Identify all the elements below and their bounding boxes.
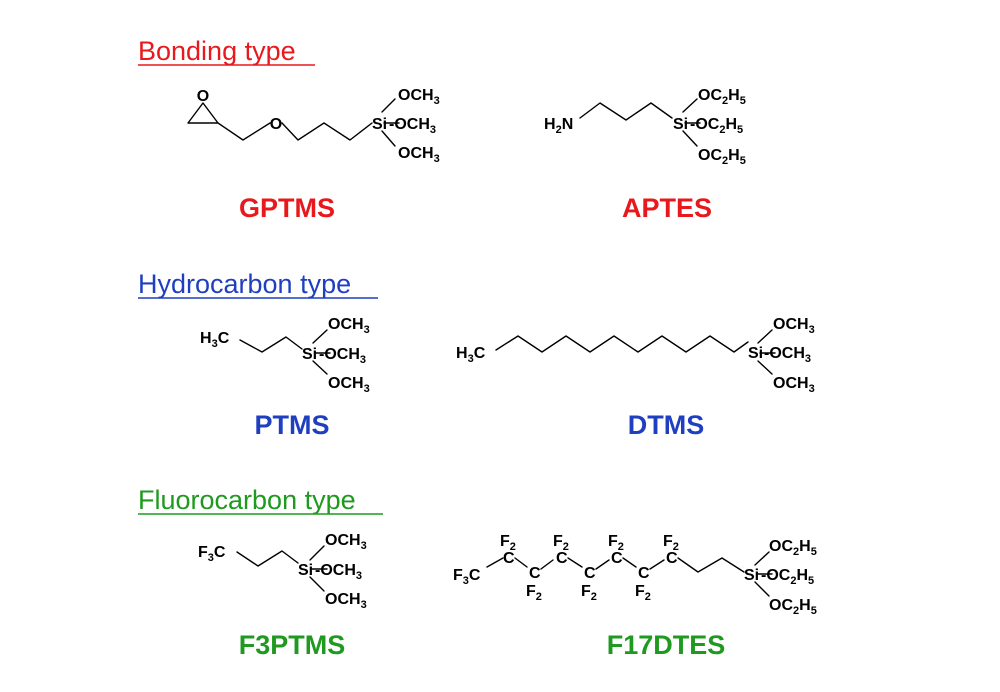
atom-o-epoxide: O bbox=[197, 88, 209, 105]
atom-c: C bbox=[611, 550, 623, 567]
group-och3: -OCH3 bbox=[764, 345, 811, 365]
group-och3: OCH3 bbox=[398, 87, 440, 107]
structure-f3ptms: F3C Si OCH3 -OCH3 OCH3 bbox=[198, 532, 367, 611]
atom-si: Si bbox=[673, 116, 688, 133]
group-f2: F2 bbox=[635, 583, 651, 603]
atom-c: C bbox=[638, 565, 650, 582]
bonds-aptes bbox=[579, 102, 673, 121]
group-f2: F2 bbox=[663, 533, 679, 553]
group-oc2h5: OC2H5 bbox=[698, 87, 746, 107]
atom-si: Si bbox=[298, 562, 313, 579]
group-och3: OCH3 bbox=[773, 375, 815, 395]
group-oc2h5: OC2H5 bbox=[769, 538, 817, 558]
group-ch3: H3C bbox=[456, 345, 486, 365]
structure-ptms: H3C Si OCH3 -OCH3 OCH3 bbox=[200, 316, 370, 395]
bonds-dtms bbox=[495, 335, 749, 353]
group-oc2h5: OC2H5 bbox=[769, 597, 817, 617]
bonds-f3ptms-si bbox=[309, 545, 328, 592]
atom-c: C bbox=[666, 550, 678, 567]
section-title-hydrocarbon: Hydrocarbon type bbox=[138, 269, 351, 299]
group-f2: F2 bbox=[608, 533, 624, 553]
group-oc2h5: -OC2H5 bbox=[761, 567, 814, 587]
group-och3: OCH3 bbox=[398, 145, 440, 165]
compound-name-ptms: PTMS bbox=[254, 410, 329, 440]
bonds-gptms bbox=[187, 102, 373, 141]
bonds-f3ptms bbox=[236, 550, 299, 567]
atom-si: Si bbox=[372, 116, 387, 133]
group-oc2h5: -OC2H5 bbox=[690, 116, 743, 136]
group-och3: OCH3 bbox=[773, 316, 815, 336]
structure-gptms: O O Si OCH3 -OCH3 OCH3 bbox=[187, 87, 440, 165]
bonds-ptms bbox=[239, 336, 303, 353]
group-och3: -OCH3 bbox=[389, 116, 436, 136]
group-och3: OCH3 bbox=[328, 375, 370, 395]
group-och3: OCH3 bbox=[325, 532, 367, 552]
group-cf3: F3C bbox=[453, 567, 481, 587]
group-f2: F2 bbox=[581, 583, 597, 603]
section-title-fluorocarbon: Fluorocarbon type bbox=[138, 485, 356, 515]
compound-name-dtms: DTMS bbox=[628, 410, 705, 440]
atom-si: Si bbox=[302, 346, 317, 363]
group-och3: -OCH3 bbox=[315, 562, 362, 582]
atom-o-ether: O bbox=[270, 116, 282, 133]
atom-c: C bbox=[556, 550, 568, 567]
atom-c: C bbox=[503, 550, 515, 567]
group-f2: F2 bbox=[526, 583, 542, 603]
structure-aptes: H2N Si OC2H5 -OC2H5 OC2H5 bbox=[544, 87, 746, 167]
compound-name-f3ptms: F3PTMS bbox=[239, 630, 346, 660]
bonds-aptes-si bbox=[682, 98, 701, 147]
group-och3: OCH3 bbox=[328, 316, 370, 336]
bonds-f17dtes bbox=[486, 557, 745, 573]
group-f2: F2 bbox=[553, 533, 569, 553]
compound-name-f17dtes: F17DTES bbox=[607, 630, 726, 660]
section-title-bonding: Bonding type bbox=[138, 36, 296, 66]
group-och3: OCH3 bbox=[325, 591, 367, 611]
atom-c: C bbox=[529, 565, 541, 582]
compound-name-aptes: APTES bbox=[622, 193, 712, 223]
atom-c: C bbox=[584, 565, 596, 582]
bonds-gptms-si bbox=[381, 98, 400, 147]
group-f2: F2 bbox=[500, 533, 516, 553]
group-oc2h5: OC2H5 bbox=[698, 147, 746, 167]
group-cf3: F3C bbox=[198, 544, 226, 564]
bonds-f17dtes-si bbox=[754, 551, 773, 597]
atom-si: Si bbox=[744, 567, 759, 584]
structure-f17dtes: F3C C F2 C F2 C F2 C F2 C F2 C F2 C F2 S… bbox=[453, 533, 817, 617]
group-nh2: H2N bbox=[544, 116, 573, 136]
structure-dtms: H3C Si OCH3 -OCH3 OCH3 bbox=[456, 316, 815, 395]
compound-name-gptms: GPTMS bbox=[239, 193, 335, 223]
atom-si: Si bbox=[748, 345, 763, 362]
group-ch3: H3C bbox=[200, 330, 230, 350]
bonds-dtms-si bbox=[757, 329, 776, 375]
bonds-ptms-si bbox=[312, 329, 331, 375]
group-och3: -OCH3 bbox=[319, 346, 366, 366]
